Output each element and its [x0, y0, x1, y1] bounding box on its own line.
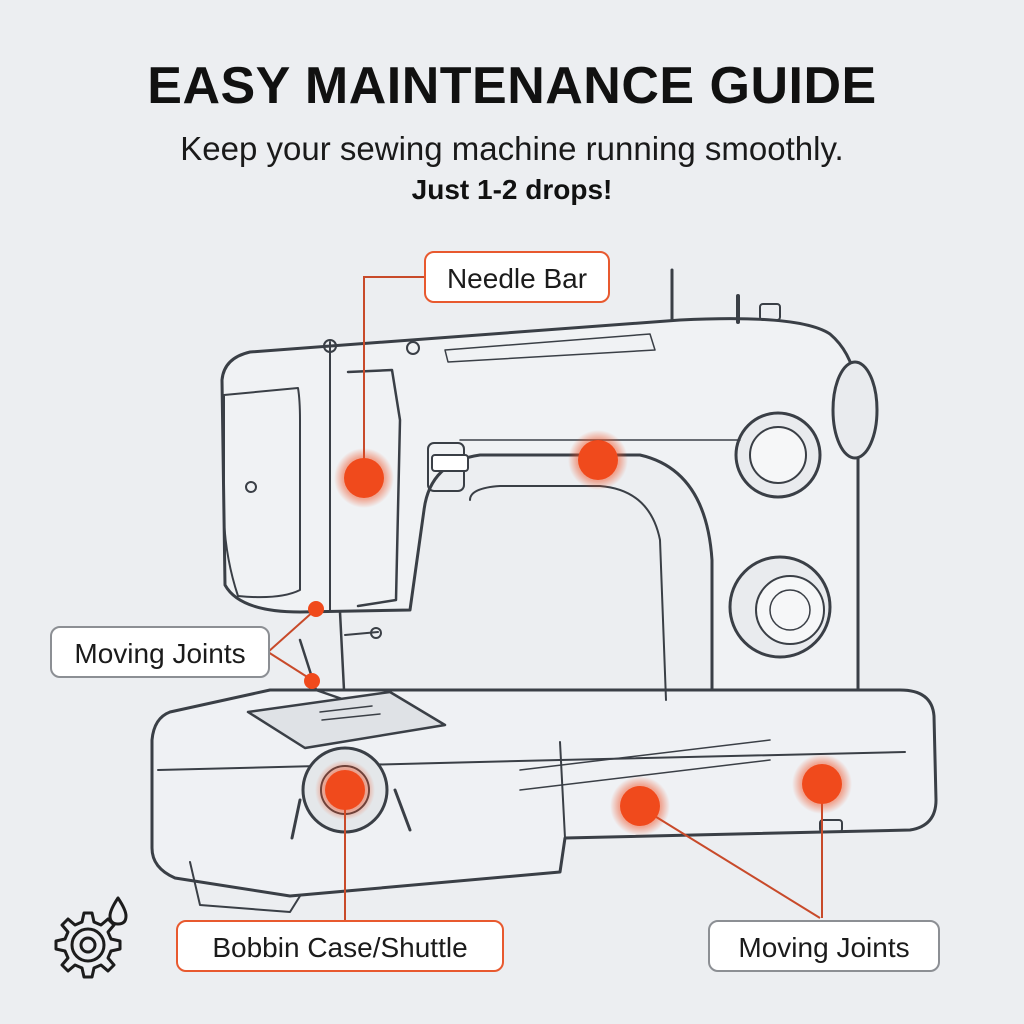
oil-point-needle-bar — [344, 458, 384, 498]
drops-instruction: Just 1-2 drops! — [411, 174, 613, 205]
page-subtitle: Keep your sewing machine running smoothl… — [180, 130, 844, 167]
gear-oil-drop-icon — [54, 896, 128, 979]
leader-line-moving-joints-center — [639, 806, 821, 919]
machine-outline — [150, 268, 938, 913]
oil-point-lower-right — [802, 764, 842, 804]
leader-line-moving-joints-lower — [267, 651, 313, 681]
leader-line-needle-bar — [363, 276, 426, 478]
oil-point-bobbin-case — [325, 770, 365, 810]
leader-line-moving-joints-upper — [267, 609, 316, 653]
callout-bobbin-case: Bobbin Case/Shuttle — [176, 920, 504, 972]
leader-lines — [267, 276, 823, 920]
oil-point-lower-shaft — [620, 786, 660, 826]
oil-point-joint-upper — [308, 601, 324, 617]
callout-needle-bar: Needle Bar — [424, 251, 610, 303]
callout-moving-joints-left: Moving Joints — [50, 626, 270, 678]
oil-point-upper-shaft — [578, 440, 618, 480]
oil-points — [304, 430, 852, 836]
oil-point-joint-lower — [304, 673, 320, 689]
callout-moving-joints-right: Moving Joints — [708, 920, 940, 972]
page-title: EASY MAINTENANCE GUIDE — [147, 57, 877, 115]
